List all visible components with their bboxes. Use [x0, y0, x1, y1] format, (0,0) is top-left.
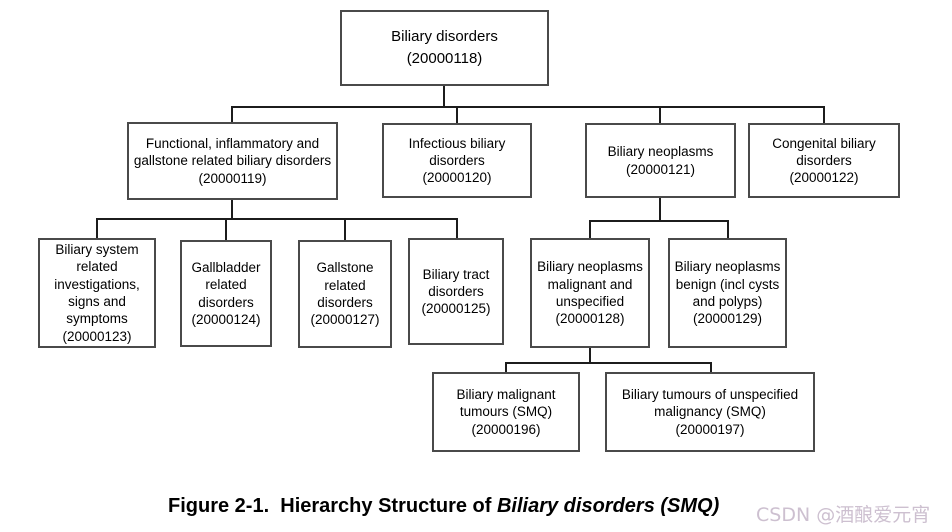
node-code: (20000125) [421, 301, 491, 317]
connector-line [96, 218, 458, 220]
node-code: (20000127) [310, 312, 380, 328]
node-gallstone-disorders: Gallstone related disorders (20000127) [298, 240, 392, 348]
node-label: Biliary tract disorders [422, 266, 490, 299]
node-code: (20000120) [422, 170, 492, 186]
connector-line [659, 106, 661, 124]
connector-line [505, 362, 507, 373]
figure-caption-prefix: Figure 2-1. Hierarchy Structure of [168, 495, 497, 517]
node-biliary-malignant-tumours-smq: Biliary malignant tumours (SMQ) (2000019… [432, 372, 580, 452]
node-code: (20000196) [471, 421, 541, 437]
node-congenital-biliary: Congenital biliary disorders (20000122) [748, 123, 900, 198]
connector-line [710, 362, 712, 373]
node-code: (20000129) [692, 311, 763, 327]
node-biliary-neoplasms: Biliary neoplasms (20000121) [585, 123, 736, 198]
node-code: (20000123) [62, 328, 132, 344]
node-label: Gallbladder related disorders [191, 259, 261, 310]
node-functional-inflammatory: Functional, inflammatory and gallstone r… [127, 122, 338, 200]
node-label: Biliary disorders [391, 28, 498, 46]
node-label: Biliary system related investigations, s… [54, 242, 140, 327]
node-neoplasms-malignant-unspecified: Biliary neoplasms malignant and unspecif… [530, 238, 650, 348]
node-label: Biliary tumours of unspecified malignanc… [621, 387, 799, 420]
node-neoplasms-benign: Biliary neoplasms benign (incl cysts and… [668, 238, 787, 348]
connector-line [505, 362, 712, 364]
node-code: (20000128) [555, 311, 625, 327]
node-label: Biliary neoplasms malignant and unspecif… [537, 259, 643, 309]
connector-line [589, 348, 591, 364]
connector-line [823, 106, 825, 124]
connector-line [456, 218, 458, 239]
connector-line [443, 86, 445, 108]
connector-line [231, 200, 233, 220]
node-label: Biliary neoplasms [607, 144, 714, 160]
connector-line [589, 220, 591, 239]
connector-line [225, 218, 227, 241]
node-label: Biliary neoplasms benign (incl cysts and… [674, 259, 781, 309]
node-code: (20000124) [191, 311, 261, 327]
node-label: Infectious biliary disorders [408, 135, 506, 168]
node-gallbladder-disorders: Gallbladder related disorders (20000124) [180, 240, 272, 347]
node-code: (20000118) [406, 50, 483, 67]
node-infectious-biliary: Infectious biliary disorders (20000120) [382, 123, 532, 198]
figure-caption: Figure 2-1. Hierarchy Structure of Bilia… [168, 495, 719, 518]
node-code: (20000122) [789, 170, 859, 186]
node-label: Gallstone related disorders [316, 260, 374, 310]
figure-caption-title: Biliary disorders (SMQ) [496, 495, 720, 517]
node-biliary-tumours-unspecified-smq: Biliary tumours of unspecified malignanc… [605, 372, 815, 452]
connector-line [231, 106, 825, 108]
watermark: CSDN @酒酿爱元宵 [756, 504, 931, 526]
node-biliary-tract-disorders: Biliary tract disorders (20000125) [408, 238, 504, 345]
node-label: Congenital biliary disorders [772, 135, 876, 168]
node-code: (20000119) [198, 170, 267, 186]
node-code: (20000121) [625, 161, 696, 177]
connector-line [727, 220, 729, 239]
connector-line [659, 198, 661, 222]
node-biliary-disorders: Biliary disorders (20000118) [340, 10, 549, 86]
node-label: Biliary malignant tumours (SMQ) [456, 387, 556, 420]
connector-line [231, 106, 233, 123]
node-code: (20000197) [675, 421, 745, 437]
connector-line [456, 106, 458, 124]
connector-line [96, 218, 98, 239]
node-label: Functional, inflammatory and gallstone r… [133, 136, 332, 169]
connector-line [589, 220, 729, 222]
connector-line [344, 218, 346, 241]
node-biliary-investigations: Biliary system related investigations, s… [38, 238, 156, 348]
